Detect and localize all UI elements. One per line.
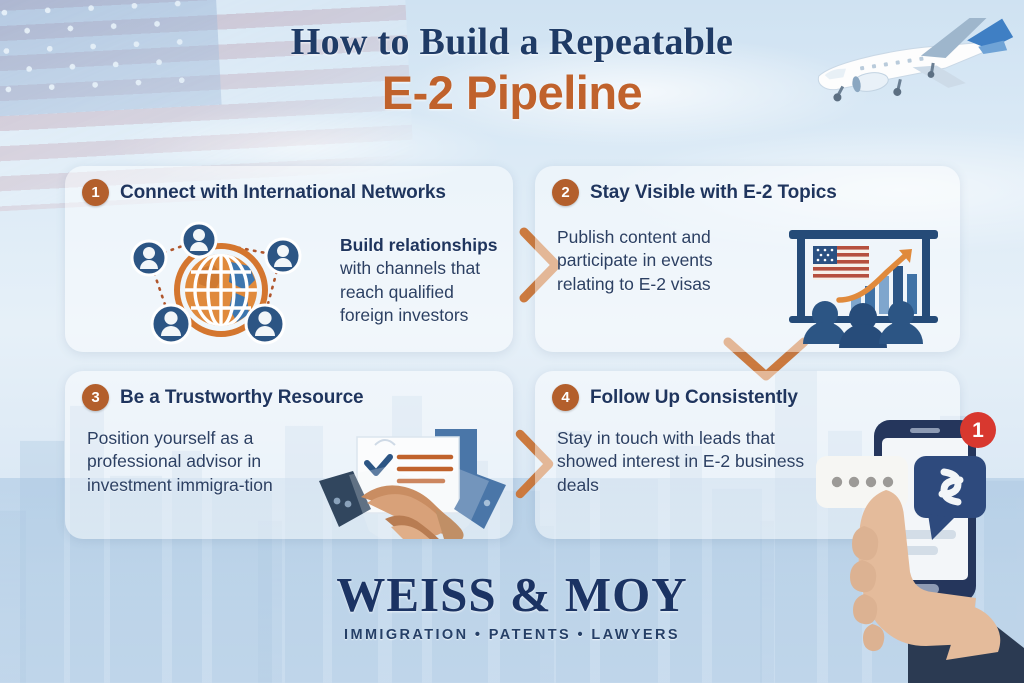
card-body: Publish content and participate in event… — [535, 206, 960, 350]
step-card-1[interactable]: 1 Connect with International Networks — [65, 166, 513, 352]
step-desc-2: Publish content and participate in event… — [557, 226, 767, 296]
handshake-document-icon — [319, 429, 506, 539]
card-header: 1 Connect with International Networks — [65, 166, 513, 206]
step-title-2: Stay Visible with E-2 Topics — [590, 181, 837, 203]
network-avatars — [130, 221, 302, 345]
chat-bubble-outgoing — [914, 456, 986, 540]
card-body: Position yourself as a professional advi… — [65, 411, 513, 539]
presentation-board-icon — [789, 230, 938, 348]
step-title-4: Follow Up Consistently — [590, 386, 798, 408]
step-desc-4: Stay in touch with leads that showed int… — [557, 427, 817, 497]
step-desc-1-rest: with channels that reach qualified forei… — [340, 258, 481, 325]
notification-count: 1 — [972, 419, 984, 442]
card-body: Stay in touch with leads that showed int… — [535, 411, 960, 537]
step-desc-1: Build relationships with channels that r… — [340, 234, 512, 327]
card-header: 2 Stay Visible with E-2 Topics — [535, 166, 960, 206]
hand — [850, 490, 1001, 660]
step-badge-4: 4 — [552, 384, 579, 411]
step-desc-1-bold: Build relationships — [340, 235, 498, 255]
step-badge-1: 1 — [82, 179, 109, 206]
step-desc-4-rest: Stay in touch with leads that showed int… — [557, 428, 805, 495]
airplane-icon — [817, 18, 1014, 102]
notification-badge: 1 — [960, 412, 996, 448]
step-card-3[interactable]: 3 Be a Trustworthy Resource Position you… — [65, 371, 513, 539]
firm-tagline: IMMIGRATION • PATENTS • LAWYERS — [344, 627, 680, 643]
step-title-1: Connect with International Networks — [120, 181, 446, 203]
title-line-1: How to Build a Repeatable — [290, 21, 734, 63]
step-desc-3-rest: Position yourself as a professional advi… — [87, 428, 273, 495]
flag-on-board — [813, 246, 869, 280]
chevron-down-step2-to-step4 — [723, 337, 809, 381]
audience-figures — [803, 301, 923, 348]
title-line-2: E-2 Pipeline — [381, 65, 643, 119]
step-desc-3: Position yourself as a professional advi… — [87, 427, 337, 497]
chevron-right-step3-to-step4 — [515, 429, 554, 499]
card-header: 3 Be a Trustworthy Resource — [65, 371, 513, 411]
step-card-2[interactable]: 2 Stay Visible with E-2 Topics Publish c… — [535, 166, 960, 352]
firm-name: WEISS & MOY — [336, 567, 688, 622]
card-header: 4 Follow Up Consistently — [535, 371, 960, 411]
chevron-right-step1-to-step2 — [519, 227, 561, 303]
step-badge-3: 3 — [82, 384, 109, 411]
step-title-3: Be a Trustworthy Resource — [120, 386, 364, 408]
firm-logo: WEISS & MOY IMMIGRATION • PATENTS • LAWY… — [0, 566, 1024, 643]
card-body: Build relationships with channels that r… — [65, 206, 513, 350]
globe-network-icon — [130, 221, 302, 345]
step-desc-2-rest: Publish content and participate in event… — [557, 227, 713, 294]
step-badge-2: 2 — [552, 179, 579, 206]
page-title: How to Build a Repeatable E-2 Pipeline — [0, 21, 1024, 120]
hand-holding-phone-icon: 1 — [816, 412, 1024, 683]
